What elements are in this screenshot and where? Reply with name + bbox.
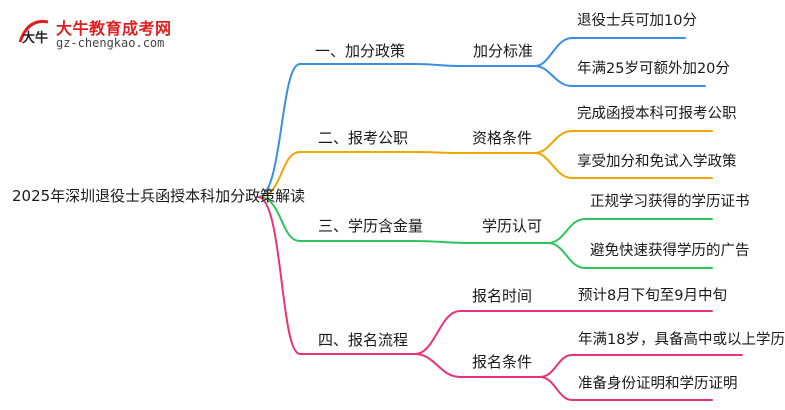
branch-4-sub-2-label: 报名条件 xyxy=(472,353,533,371)
branch-3-label: 三、学历含金量 xyxy=(318,217,424,235)
branch-3-leaf-1-line xyxy=(547,218,713,244)
branch-1-leaf-1-line xyxy=(534,37,686,67)
branch-3-sub-curve xyxy=(414,240,549,244)
logo-mark-icon: 大牛 xyxy=(18,19,49,46)
branch-3-leaf-1: 正规学习获得的学历证书 xyxy=(590,194,750,210)
logo-url: gz-chengkao.com xyxy=(56,36,165,50)
branch-2-sub-curve xyxy=(414,151,536,154)
mind-map-connectors xyxy=(257,37,743,401)
branch-2-leaf-1: 完成函授本科可报考公职 xyxy=(577,106,737,122)
root-topic: 2025年深圳退役士兵函授本科加分政策解读 xyxy=(12,187,306,205)
branch-3-sub-1-label: 学历认可 xyxy=(482,217,543,235)
branch-2-leaf-1-line xyxy=(534,130,713,154)
branch-4-leaf-2-line xyxy=(539,354,743,378)
mind-map: 大牛 大牛教育成考网 gz-chengkao.com 2025年深圳退役士兵函授… xyxy=(6,10,785,401)
branch-4-leaf-3: 准备身份证明和学历证明 xyxy=(578,376,738,392)
branch-3-leaf-2: 避免快速获得学历的广告 xyxy=(590,243,750,259)
branch-1-leaf-2-line xyxy=(534,65,706,87)
branch-1-label: 一、加分政策 xyxy=(315,42,406,60)
branch-2-leaf-2-line xyxy=(534,152,713,179)
branch-2-curve xyxy=(257,151,301,198)
branch-4-leaf-1: 预计8月下旬至9月中旬 xyxy=(578,288,727,304)
branch-1-curve xyxy=(257,63,301,198)
branch-3-leaf-2-line xyxy=(547,242,713,269)
logo-brand: 大牛教育成考网 xyxy=(56,19,172,38)
logo-mark-text: 大牛 xyxy=(22,30,48,46)
branch-1-sub-1-label: 加分标准 xyxy=(473,42,534,60)
branch-4-sub-1-label: 报名时间 xyxy=(472,287,533,305)
branch-2-sub-1-label: 资格条件 xyxy=(472,129,533,147)
branch-4-label: 四、报名流程 xyxy=(318,331,409,349)
branch-1-leaf-2: 年满25岁可额外加20分 xyxy=(577,61,730,77)
branch-1-sub-curve xyxy=(414,63,536,67)
branch-4-sub-2-curve xyxy=(414,353,541,378)
branch-4-sub-1-curve xyxy=(414,310,541,355)
logo: 大牛 大牛教育成考网 gz-chengkao.com xyxy=(6,10,206,56)
branch-4-leaf-2: 年满18岁，具备高中或以上学历 xyxy=(578,332,785,348)
branch-1-leaf-1: 退役士兵可加10分 xyxy=(577,13,697,29)
branch-2-label: 二、报考公职 xyxy=(318,129,409,147)
branch-2-leaf-2: 享受加分和免试入学政策 xyxy=(577,154,737,170)
branch-4-leaf-3-line xyxy=(539,376,713,401)
branch-4-curve xyxy=(257,196,301,355)
branch-3-curve xyxy=(257,196,301,242)
